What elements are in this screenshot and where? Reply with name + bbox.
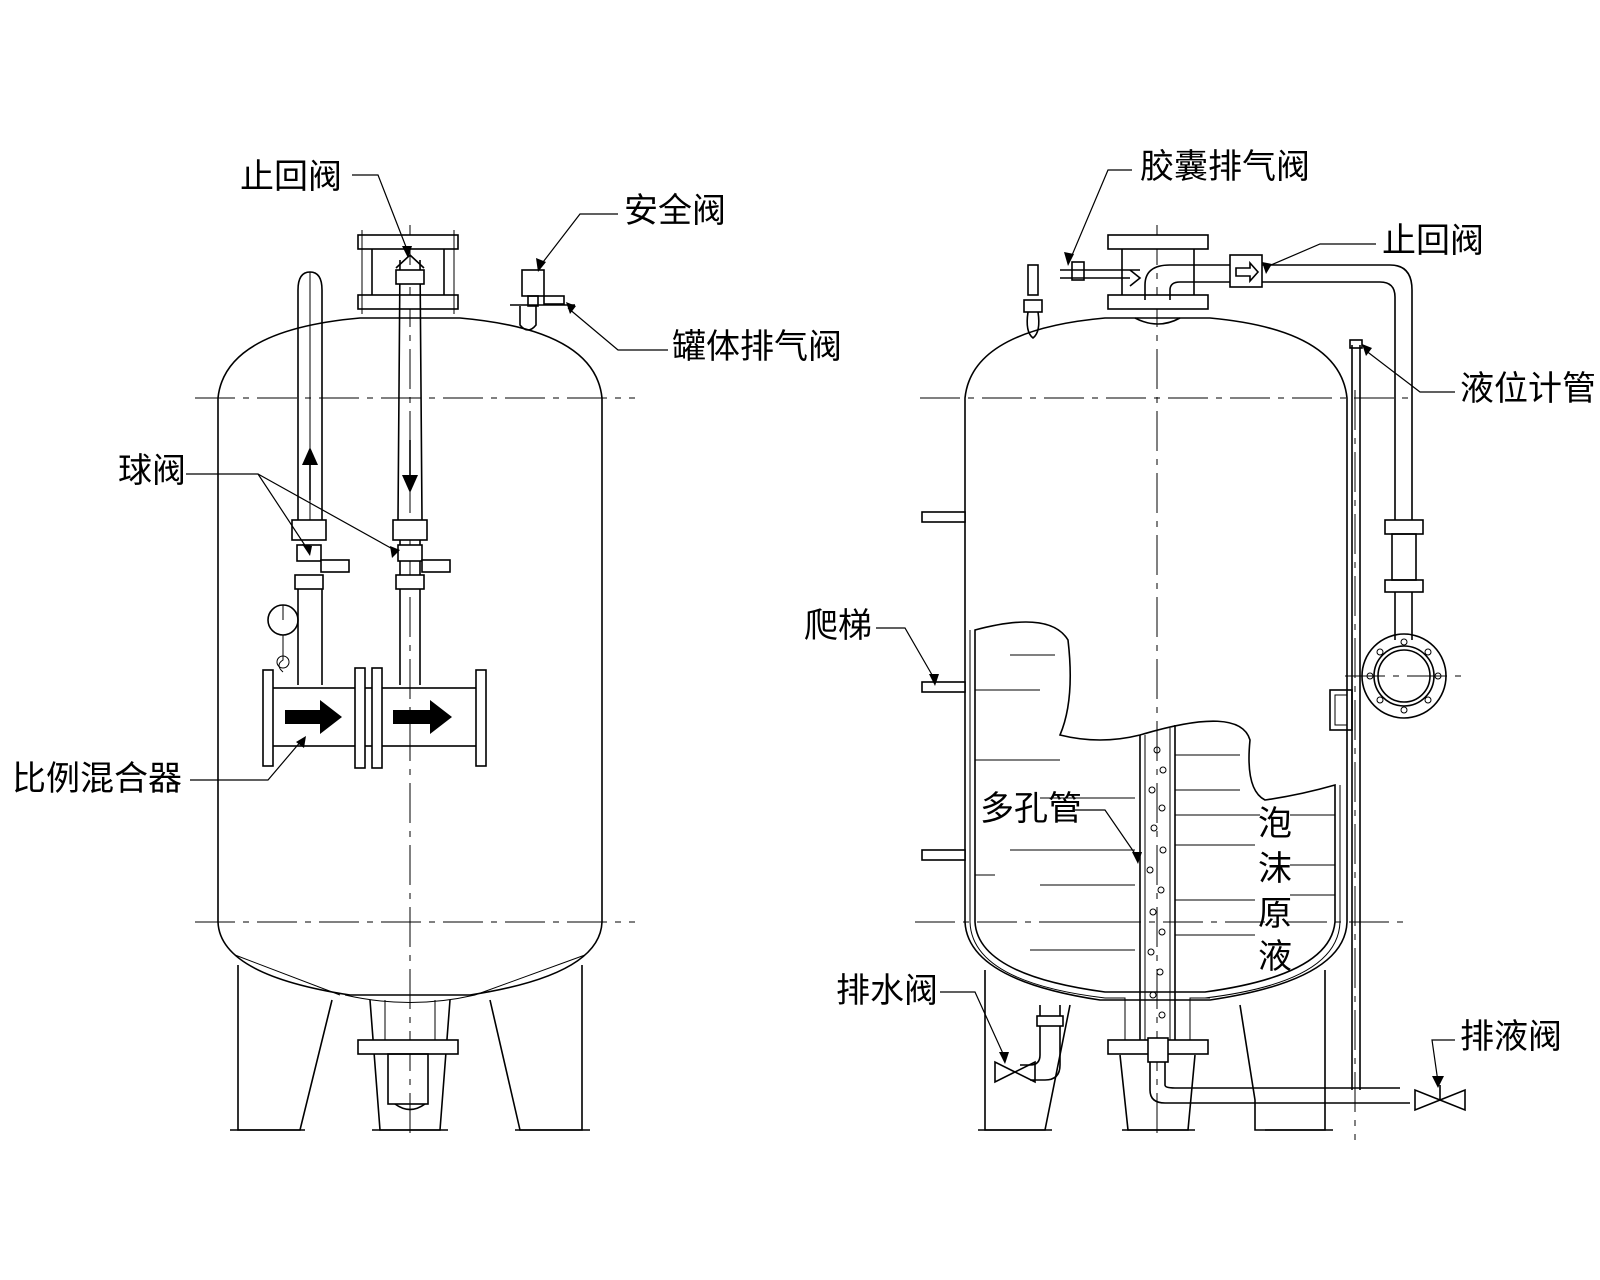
label-ladder: 爬梯 (804, 606, 872, 646)
mixer-flow-arrow-1-icon (285, 700, 342, 734)
right-tank (915, 225, 1466, 1140)
label-proportional-mixer: 比例混合器 (12, 759, 182, 799)
left-bottom-flange (357, 1039, 459, 1055)
right-tank-leg-right (1239, 970, 1326, 1131)
ladder-rung-mid (921, 681, 966, 693)
left-tank-leg-right (489, 965, 583, 1131)
foam-level-lines (975, 654, 1335, 951)
label-drain-liquid-valve: 排液阀 (1460, 1017, 1562, 1057)
left-ball-valve-2-flange (392, 519, 428, 541)
up-flow-arrow-icon (302, 447, 318, 465)
right-labels: 胶囊排气阀 止回阀 液位计管 爬梯 多孔管 泡 沫 原 液 排水阀 排液阀 (804, 147, 1596, 1088)
left-ball-valve-2 (397, 544, 423, 562)
label-tank-vent-valve: 罐体排气阀 (672, 327, 842, 367)
label-foam-concentrate-2: 沫 (1258, 849, 1292, 889)
right-tank-shell (964, 317, 1348, 1001)
right-top-flange-lower (1107, 294, 1209, 310)
label-drain-water-valve: 排水阀 (836, 971, 938, 1011)
left-tank (195, 225, 635, 1140)
left-check-valve-symbol (395, 253, 425, 269)
left-tank-shell (217, 317, 603, 996)
right-top-flange-upper (1107, 234, 1209, 250)
ladder-rung-top (921, 511, 966, 523)
left-top-flange-lower (357, 294, 459, 310)
right-tank-leg-left (984, 970, 1071, 1131)
right-drain-water-valve (994, 1005, 1064, 1084)
safety-valve (510, 269, 575, 331)
perforated-tube (1139, 725, 1176, 1040)
down-flow-arrow-icon (402, 475, 418, 493)
bladder-outline (974, 621, 1336, 993)
proportional-mixer (262, 667, 487, 769)
label-level-gauge-tube: 液位计管 (1460, 369, 1596, 409)
label-foam-concentrate-4: 液 (1258, 937, 1292, 977)
bladder-vent-valve (1023, 261, 1142, 340)
label-ball-valve: 球阀 (118, 451, 186, 491)
label-bladder-vent-valve: 胶囊排气阀 (1140, 147, 1310, 187)
label-foam-concentrate-3: 原 (1258, 894, 1292, 934)
label-foam-concentrate-1: 泡 (1258, 804, 1292, 844)
label-safety-valve: 安全阀 (624, 191, 726, 231)
mixer-flow-arrow-2-icon (393, 700, 452, 734)
left-ball-valve-1-flange (291, 519, 327, 541)
label-check-valve-left: 止回阀 (240, 157, 342, 197)
left-labels: 止回阀 安全阀 罐体排气阀 球阀 比例混合器 (12, 157, 842, 799)
ladder-rung-low (921, 849, 966, 861)
label-perforated-tube: 多孔管 (980, 789, 1082, 829)
right-drain-liquid-valve (1414, 1088, 1443, 1112)
label-check-valve-right: 止回阀 (1382, 221, 1484, 261)
